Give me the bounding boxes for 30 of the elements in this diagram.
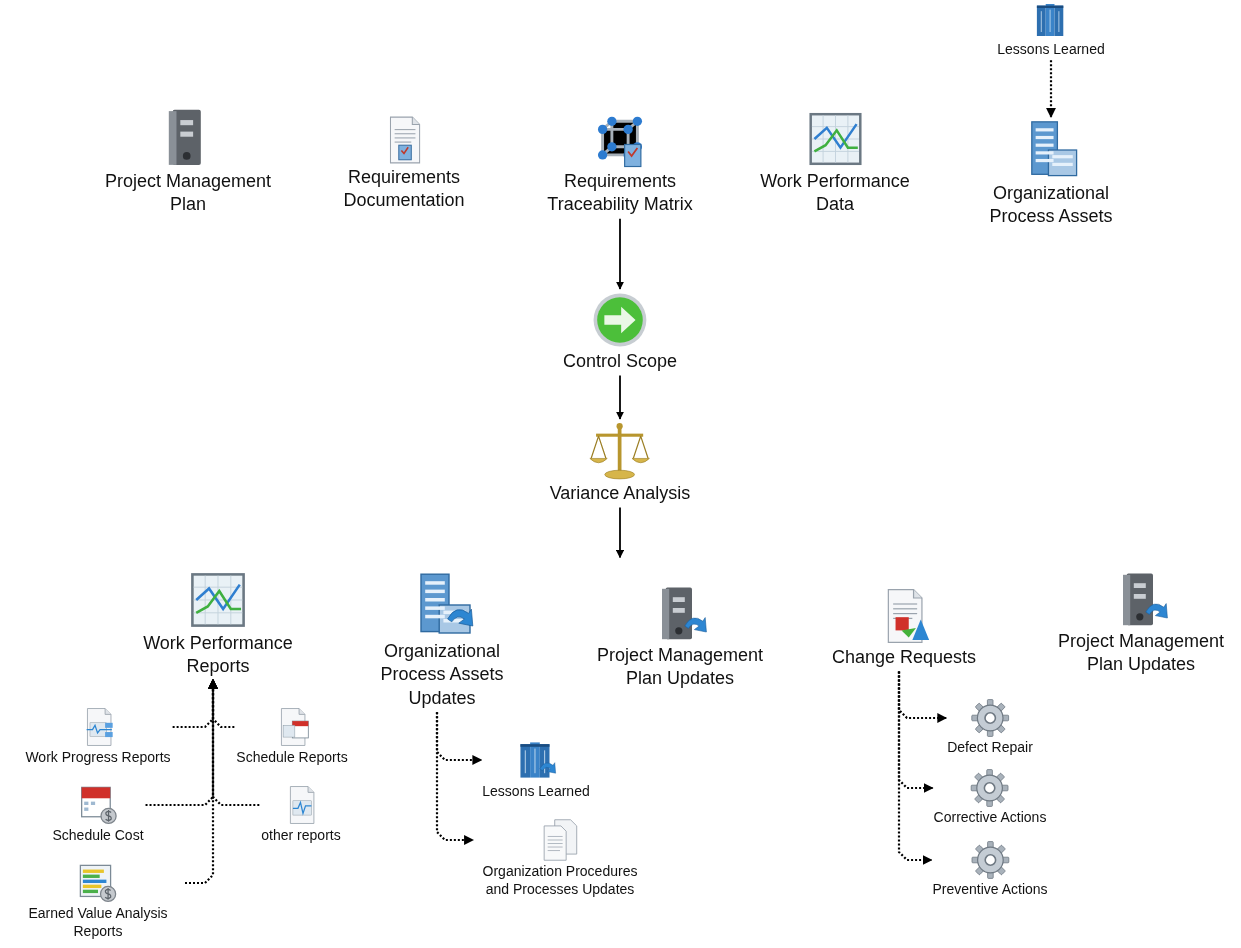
node-label: Earned Value Analysis Reports xyxy=(27,904,169,941)
node-label: Work Performance Data xyxy=(759,170,911,217)
node-label: Schedule Reports xyxy=(236,748,348,767)
node-label: Lessons Learned xyxy=(997,40,1105,59)
node-label: Work Progress Reports xyxy=(25,748,171,767)
node-label: Schedule Cost xyxy=(52,826,144,845)
node-label: Project Management Plan Updates xyxy=(595,644,765,691)
node-label: Requirements Traceability Matrix xyxy=(546,170,694,217)
node-label: Requirements Documentation xyxy=(342,166,466,213)
arrow xyxy=(615,374,625,420)
dotted-arrow xyxy=(185,678,218,885)
node-label: other reports xyxy=(261,826,341,845)
node-label: Preventive Actions xyxy=(932,880,1048,899)
node-label: Control Scope xyxy=(562,350,678,373)
node-label: Organization Procedures and Processes Updates xyxy=(481,862,639,899)
node-label: Project Management Plan Updates xyxy=(1056,630,1226,677)
arrow xyxy=(615,506,625,559)
node-label: Project Management Plan xyxy=(103,170,273,217)
dotted-arrow xyxy=(435,712,474,845)
dotted-arrow xyxy=(1046,60,1056,118)
node-label: Change Requests xyxy=(831,646,977,669)
arrow xyxy=(615,217,625,290)
node-label: Work Performance Reports xyxy=(142,632,294,679)
dotted-arrow xyxy=(897,671,933,865)
node-label: Organizational Process Assets Updates xyxy=(379,640,505,710)
node-label: Corrective Actions xyxy=(933,808,1047,827)
node-label: Variance Analysis xyxy=(549,482,691,505)
node-label: Organizational Process Assets xyxy=(988,182,1114,229)
node-label: Defect Repair xyxy=(947,738,1033,757)
node-label: Lessons Learned xyxy=(482,782,590,801)
